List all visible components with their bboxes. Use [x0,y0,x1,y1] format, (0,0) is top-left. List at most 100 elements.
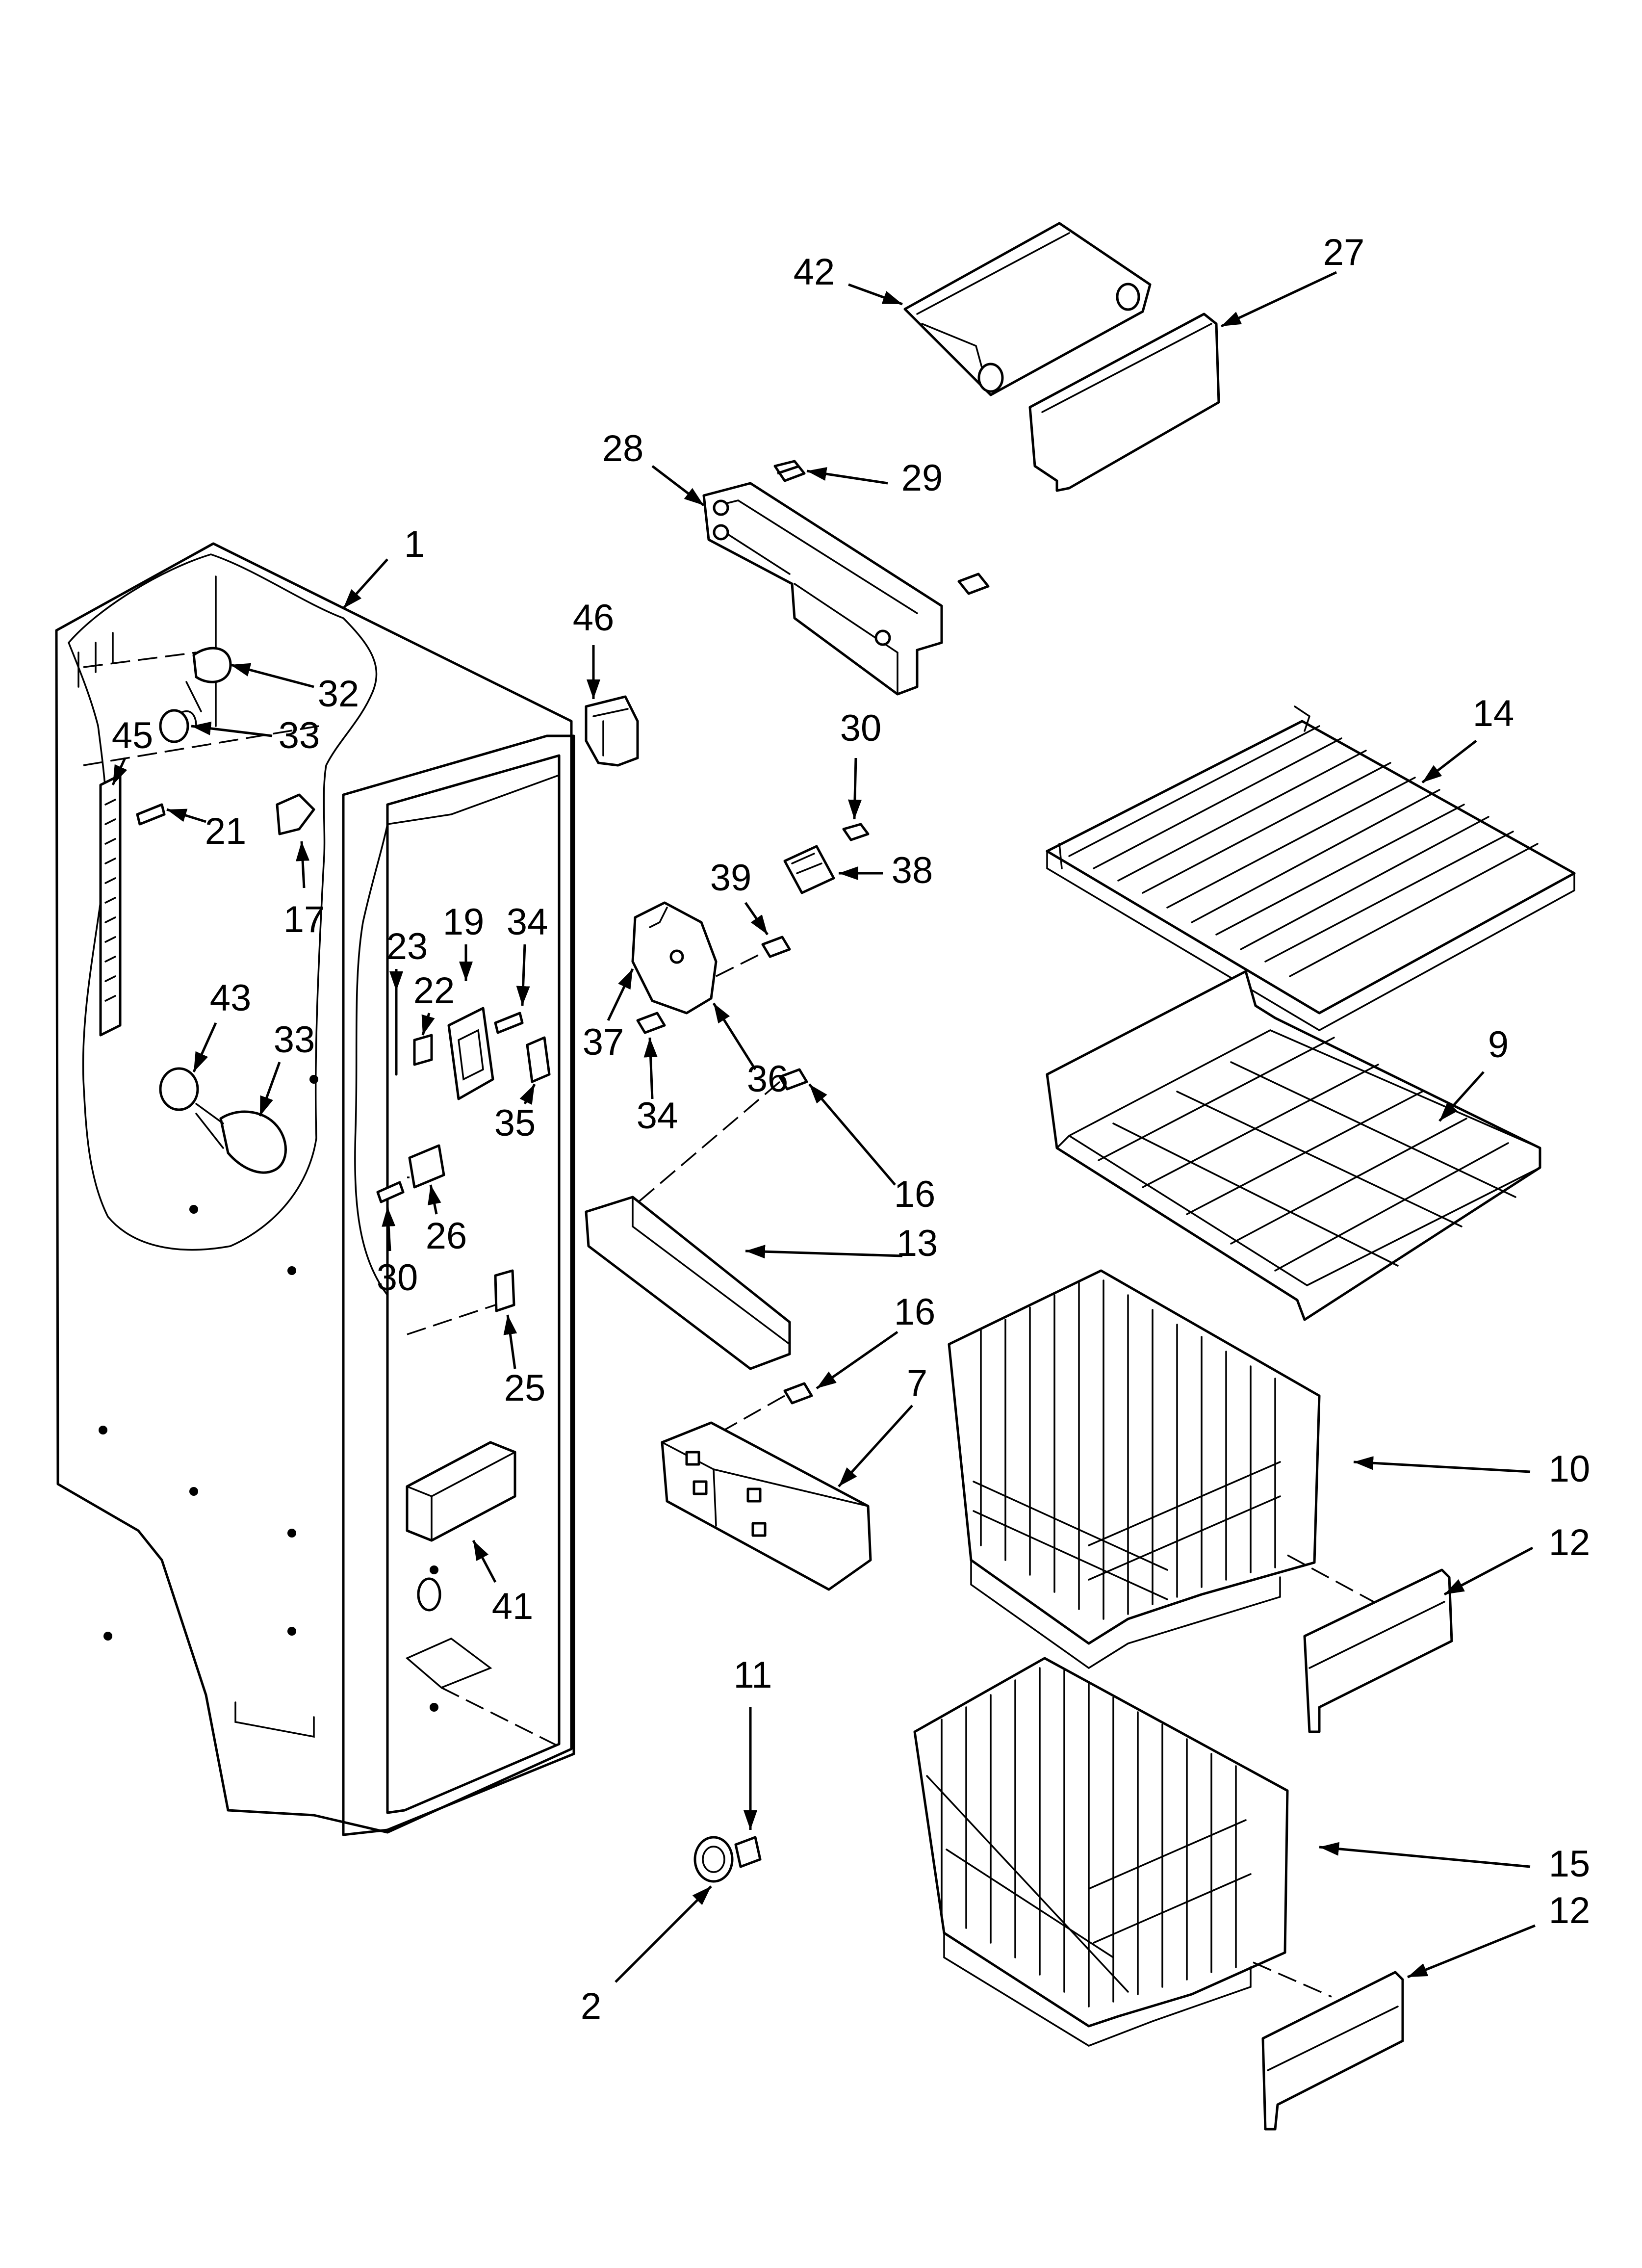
callout-label-9: 9 [1488,1024,1509,1066]
callout-label-19: 19 [443,901,485,943]
callout-label-29: 29 [901,457,943,499]
callout-label-34: 34 [507,901,548,943]
callout-leader-2 [615,1885,712,1983]
callout-leader-7 [838,1405,913,1487]
screw-29b [957,573,990,595]
callout-leader-16 [808,1083,896,1186]
screw-39 [761,936,791,958]
callout-leader-29 [806,467,888,485]
callout-leader-14 [1421,740,1477,783]
callout-leader-30 [382,1206,396,1251]
callout-leader-16 [816,1330,898,1390]
callout-leader-36 [712,1002,757,1070]
callout-label-41: 41 [492,1586,534,1627]
bracket-13 [585,1196,791,1370]
housing-28 [702,482,943,696]
callout-leader-33 [258,1062,281,1117]
callout-leader-39 [744,902,769,936]
callout-label-42: 42 [794,251,835,293]
hinge-42 [903,222,1152,396]
callout-leaders [111,271,1536,1983]
basket-10 [948,1269,1379,1669]
callout-label-38: 38 [892,850,933,891]
screw-30b [842,823,870,841]
callout-leader-42 [848,283,903,306]
control-7 [661,1421,872,1591]
callout-label-37: 37 [583,1021,624,1063]
callout-leader-43 [192,1022,217,1073]
callout-leader-37 [607,968,634,1021]
clip-46 [585,695,639,767]
callout-label-21: 21 [205,810,247,852]
knob-2 [693,1836,734,1883]
callout-leader-13 [745,1245,903,1259]
callout-label-1: 1 [404,523,425,565]
callout-leader-33 [191,721,273,737]
shelf-14 [1046,705,1576,1032]
callout-label-2: 2 [581,1985,601,2027]
callout-label-16: 16 [894,1291,936,1333]
callout-leader-35 [519,1083,536,1105]
callout-leader-10 [1353,1456,1531,1473]
callout-leader-41 [472,1539,497,1583]
callout-leader-26 [428,1184,441,1215]
screw-29a [773,460,806,482]
callout-label-7: 7 [907,1362,927,1404]
callout-label-11: 11 [734,1654,772,1696]
callout-leader-22 [421,1013,435,1036]
callout-label-12: 12 [1549,1890,1591,1931]
callout-label-33: 33 [279,715,320,756]
callout-label-45: 45 [112,715,154,756]
callout-leader-34 [643,1037,658,1099]
callout-leader-30 [847,757,862,820]
callout-leader-21 [166,808,206,823]
callout-leader-34 [516,944,530,1006]
callout-label-39: 39 [710,857,752,899]
shelf-9 [1046,970,1541,1321]
callout-label-25: 25 [504,1367,546,1409]
callout-leader-17 [296,841,310,888]
callout-label-35: 35 [494,1102,536,1144]
screw-34b [636,1012,666,1034]
callout-leader-27 [1220,271,1337,328]
callout-label-27: 27 [1323,232,1365,273]
front-12a [1303,1568,1453,1733]
callout-leader-45 [111,757,128,786]
board-38 [783,845,835,894]
screw-16b [783,1382,813,1405]
callout-label-16: 16 [894,1173,936,1215]
callout-label-33: 33 [274,1019,315,1061]
basket-15 [913,1657,1332,2047]
callout-leader-12 [1407,1924,1536,1979]
callout-leader-25 [503,1314,517,1369]
callout-label-23: 23 [386,926,428,967]
callout-label-30: 30 [377,1257,418,1299]
callout-label-34: 34 [637,1095,678,1137]
callout-label-28: 28 [602,428,644,469]
callout-label-36: 36 [747,1058,789,1100]
callout-label-30: 30 [840,707,882,749]
callout-leader-9 [1438,1071,1485,1122]
screw-16a [778,1068,808,1091]
callout-label-14: 14 [1473,693,1514,734]
callout-leader-1 [342,558,388,609]
callout-label-15: 15 [1549,1843,1591,1885]
front-12b [1261,1971,1404,2131]
callout-label-17: 17 [283,899,325,940]
freezer-liner [55,542,575,1836]
callout-label-43: 43 [210,977,252,1019]
callout-label-12: 12 [1549,1522,1591,1564]
callout-label-10: 10 [1549,1448,1591,1490]
callout-label-22: 22 [413,970,455,1012]
cover-36 [631,901,718,1015]
callout-label-13: 13 [897,1223,938,1264]
callout-label-46: 46 [573,597,615,639]
callout-leader-32 [230,663,314,688]
callout-leader-15 [1319,1842,1531,1868]
callout-label-32: 32 [318,673,359,715]
spring-11 [734,1836,762,1868]
callout-leader-12 [1443,1546,1534,1596]
